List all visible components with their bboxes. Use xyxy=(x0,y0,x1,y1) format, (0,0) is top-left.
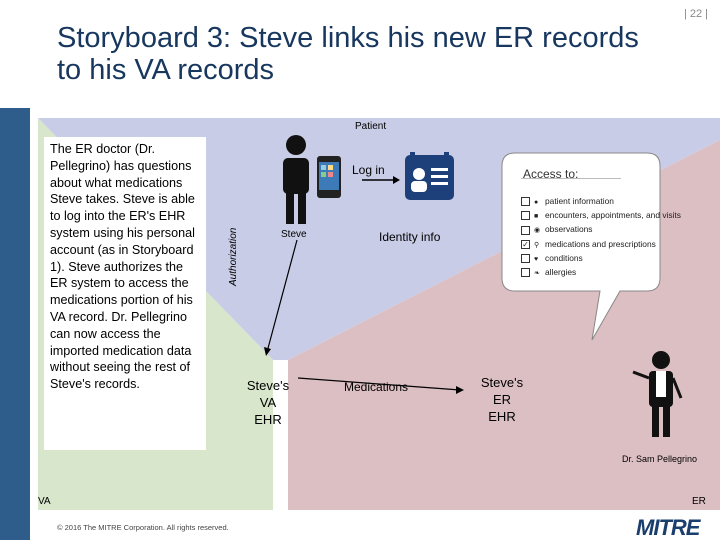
access-item-label: medications and prescriptions xyxy=(545,238,656,249)
patient-region-label: Patient xyxy=(355,121,387,132)
page-title: Storyboard 3: Steve links his new ER rec… xyxy=(57,22,639,86)
va-ehr-line-2: VA xyxy=(259,395,277,410)
heart-icon: ♥ xyxy=(534,255,539,263)
access-checkbox[interactable] xyxy=(521,268,530,278)
copyright-footer: © 2016 The MITRE Corporation. All rights… xyxy=(57,523,229,532)
access-item[interactable]: ✓ ⚲ medications and prescriptions xyxy=(521,239,656,249)
access-item-label: encounters, appointments, and visits xyxy=(545,210,681,221)
er-ehr-line-3: EHR xyxy=(488,409,516,424)
access-item-label: observations xyxy=(545,224,593,235)
access-item[interactable]: ♥ conditions xyxy=(521,252,583,264)
medications-arrow xyxy=(297,377,461,391)
access-checkbox[interactable] xyxy=(521,211,530,221)
authorization-arrowhead xyxy=(264,347,271,356)
calendar-icon: ■ xyxy=(534,213,539,221)
page-number: | 22 | xyxy=(683,8,708,20)
authorization-arrow xyxy=(266,239,298,353)
access-item[interactable]: ● patient information xyxy=(521,196,614,207)
access-item[interactable]: ■ encounters, appointments, and visits xyxy=(521,210,681,221)
steve-label: Steve xyxy=(281,229,307,240)
log-in-arrowhead xyxy=(393,176,400,184)
va-ehr-line-3: EHR xyxy=(254,412,282,427)
access-checkbox[interactable] xyxy=(521,225,530,235)
log-in-label: Log in xyxy=(352,163,385,177)
id-card-icon xyxy=(405,152,454,200)
steve-person-icon xyxy=(283,135,309,224)
access-item[interactable]: ◉ observations xyxy=(521,224,593,235)
medications-label: Medications xyxy=(344,380,409,394)
storyboard-text-box: The ER doctor (Dr. Pellegrino) has quest… xyxy=(44,137,206,450)
er-ehr-line-2: ER xyxy=(492,392,512,407)
doctor-name-label: Dr. Sam Pellegrino xyxy=(622,454,698,464)
er-region-label: ER xyxy=(692,496,706,507)
access-panel-divider xyxy=(521,178,621,179)
access-item-label: conditions xyxy=(545,252,583,263)
person-icon: ● xyxy=(534,199,539,206)
left-accent-bar xyxy=(0,108,30,540)
smartphone-icon xyxy=(317,156,341,198)
eye-icon: ◉ xyxy=(534,227,541,235)
er-ehr-label: Steve's ER EHR xyxy=(472,374,532,425)
access-checkbox[interactable] xyxy=(521,254,530,264)
access-item[interactable]: ❧ allergies xyxy=(521,267,577,278)
access-callout-bubble xyxy=(501,152,661,341)
authorization-label: Authorization xyxy=(228,227,239,286)
access-checkbox[interactable]: ✓ xyxy=(521,239,530,249)
va-ehr-line-1: Steve's xyxy=(246,378,290,393)
medications-arrowhead xyxy=(456,386,464,394)
access-item-label: patient information xyxy=(545,196,614,206)
access-panel-title: Access to: xyxy=(523,167,579,181)
doctor-person-icon xyxy=(632,351,683,437)
va-region-label: VA xyxy=(38,496,51,507)
va-ehr-label: Steve's VA EHR xyxy=(238,377,298,428)
access-checkbox[interactable] xyxy=(521,197,530,207)
access-item-label: allergies xyxy=(545,267,577,277)
leaf-icon: ❧ xyxy=(534,270,540,277)
mitre-logo: MITRE xyxy=(636,515,700,540)
er-ehr-line-1: Steve's xyxy=(480,375,524,390)
search-icon: ⚲ xyxy=(534,241,540,249)
identity-info-label: Identity info xyxy=(379,230,441,244)
